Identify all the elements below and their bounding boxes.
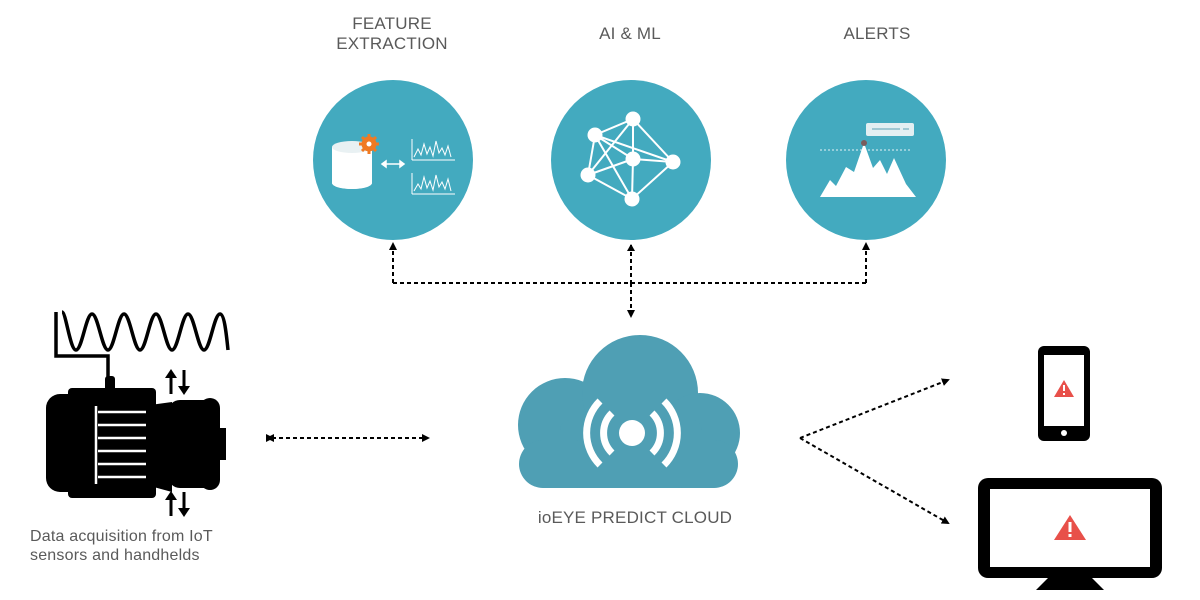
neural-network-icon <box>580 111 681 207</box>
cloud-label: ioEYE PREDICT CLOUD <box>537 508 733 527</box>
gear-icon <box>359 134 379 154</box>
acquisition-label-line2: sensors and handhelds <box>30 547 200 564</box>
cloud-node <box>518 335 740 488</box>
ai-ml-arrowhead <box>627 244 635 251</box>
acquisition-label: Data acquisition from IoT sensors and ha… <box>30 527 290 565</box>
double-arrow-icon <box>380 159 406 169</box>
ai-ml-label: AI & ML <box>599 24 661 43</box>
feature-extraction-label-line2: EXTRACTION <box>336 34 448 53</box>
alerts-node <box>786 80 946 240</box>
alerts-label: ALERTS <box>843 24 911 43</box>
feature-extraction-label: FEATURE EXTRACTION <box>292 14 492 54</box>
signal-graph-icon <box>411 139 455 161</box>
cloud-shape <box>518 335 740 488</box>
signal-graph-icon <box>411 173 455 195</box>
sensor-waveform <box>54 310 230 380</box>
vibration-arrows-icon <box>165 369 190 395</box>
device-connector-lines <box>799 378 950 524</box>
stage-connector-lines <box>389 242 870 318</box>
ai-ml-node <box>551 80 711 240</box>
monitor-icon <box>978 478 1162 590</box>
notification-bar-icon <box>866 123 914 136</box>
acquisition-label-line1: Data acquisition from IoT <box>30 528 213 545</box>
mountain-chart-icon <box>820 140 916 197</box>
feature-extraction-circle <box>313 80 473 240</box>
warning-icon <box>1054 515 1086 540</box>
smartphone-icon <box>1038 346 1090 441</box>
machine-connector-arrowhead <box>266 434 274 442</box>
motor-icon <box>46 376 226 498</box>
broadcast-signal-icon <box>583 398 681 468</box>
feature-extraction-label-line1: FEATURE <box>352 14 432 33</box>
warning-icon <box>1054 380 1074 397</box>
vibration-arrows-icon <box>165 491 190 517</box>
feature-extraction-node <box>313 80 473 240</box>
